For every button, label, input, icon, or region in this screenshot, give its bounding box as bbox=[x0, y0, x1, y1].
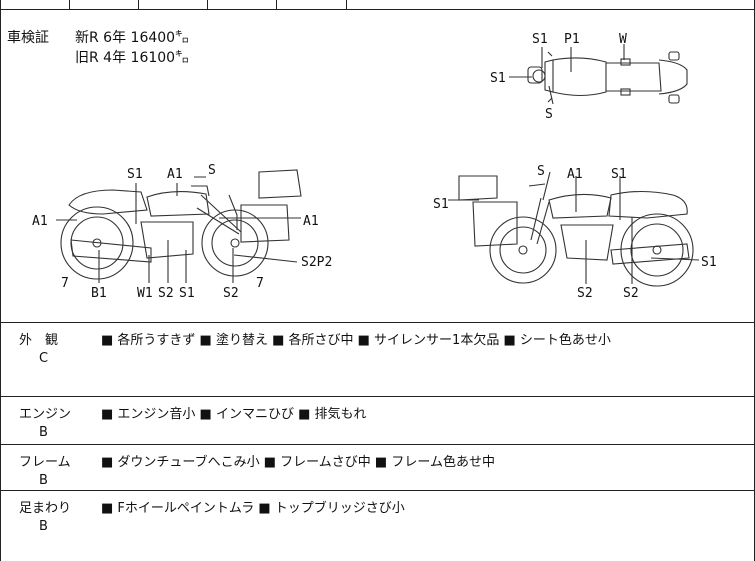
label-top-s1b: S1 bbox=[490, 71, 506, 86]
label-right-s: S bbox=[537, 164, 545, 179]
label-left-a1-rear: A1 bbox=[303, 214, 319, 229]
column-divider bbox=[346, 0, 347, 9]
label-left-s2b: S2 bbox=[223, 286, 239, 301]
column-divider bbox=[69, 0, 70, 9]
label-right-s1: S1 bbox=[611, 167, 627, 182]
certificate-old: 旧R 4年 16100㌔ bbox=[75, 50, 190, 66]
section-notes: ■ ダウンチューブへこみ小 ■ フレームさび中 ■ フレーム色あせ中 bbox=[101, 455, 495, 470]
label-left-s2p2: S2P2 bbox=[301, 255, 332, 270]
label-left-7b: 7 bbox=[256, 276, 264, 291]
label-left-b1: B1 bbox=[91, 286, 107, 301]
top-table-strip bbox=[1, 0, 754, 10]
label-left-s1b: S1 bbox=[179, 286, 195, 301]
right-side-bike bbox=[458, 175, 694, 287]
column-divider bbox=[276, 0, 277, 9]
label-left-w1: W1 bbox=[137, 286, 153, 301]
label-right-s2a: S2 bbox=[577, 286, 593, 301]
top-view-bike bbox=[527, 51, 688, 104]
label-top-p1: P1 bbox=[564, 32, 580, 47]
section-grade: B bbox=[39, 473, 48, 488]
label-right-s1-rear: S1 bbox=[701, 255, 717, 270]
section-grade: B bbox=[39, 425, 48, 440]
label-left-s1: S1 bbox=[127, 167, 143, 182]
label-left-s: S bbox=[208, 163, 216, 178]
label-right-a1: A1 bbox=[567, 167, 583, 182]
section-exterior: 外 観 C ■ 各所うすきず ■ 塗り替え ■ 各所さび中 ■ サイレンサー1本… bbox=[1, 322, 754, 397]
section-category: 足まわり bbox=[19, 501, 72, 516]
certificate-new: 新R 6年 16400㌔ bbox=[75, 30, 190, 46]
label-left-7a: 7 bbox=[61, 276, 69, 291]
section-frame: フレーム B ■ ダウンチューブへこみ小 ■ フレームさび中 ■ フレーム色あせ… bbox=[1, 444, 754, 491]
left-side-bike bbox=[60, 169, 302, 280]
label-left-s2a: S2 bbox=[158, 286, 174, 301]
label-left-a1: A1 bbox=[167, 167, 183, 182]
section-notes: ■ Fホイールペイントムラ ■ トップブリッジさび小 bbox=[101, 501, 405, 516]
column-divider bbox=[138, 0, 139, 9]
label-top-s: S bbox=[545, 107, 553, 122]
section-notes: ■ エンジン音小 ■ インマニひび ■ 排気もれ bbox=[101, 407, 367, 422]
section-category: 外 観 bbox=[19, 333, 59, 348]
certificate-label: 車検証 bbox=[7, 30, 49, 46]
section-grade: C bbox=[39, 351, 49, 366]
section-engine: エンジン B ■ エンジン音小 ■ インマニひび ■ 排気もれ bbox=[1, 396, 754, 445]
damage-diagram: S1 P1 W S1 S S1 A1 S A1 A1 7 B1 W1 S2 S1… bbox=[32, 32, 717, 301]
label-left-a1-front: A1 bbox=[32, 214, 48, 229]
section-notes: ■ 各所うすきず ■ 塗り替え ■ 各所さび中 ■ サイレンサー1本欠品 ■ シ… bbox=[101, 333, 611, 348]
section-category: フレーム bbox=[19, 455, 71, 470]
section-suspension: 足まわり B ■ Fホイールペイントムラ ■ トップブリッジさび小 bbox=[1, 490, 754, 561]
label-top-s1: S1 bbox=[532, 32, 548, 47]
label-right-s1-left: S1 bbox=[433, 197, 449, 212]
label-top-w: W bbox=[619, 32, 627, 47]
section-grade: B bbox=[39, 519, 48, 534]
section-category: エンジン bbox=[19, 407, 72, 422]
label-right-s2b: S2 bbox=[623, 286, 639, 301]
column-divider bbox=[207, 0, 208, 9]
